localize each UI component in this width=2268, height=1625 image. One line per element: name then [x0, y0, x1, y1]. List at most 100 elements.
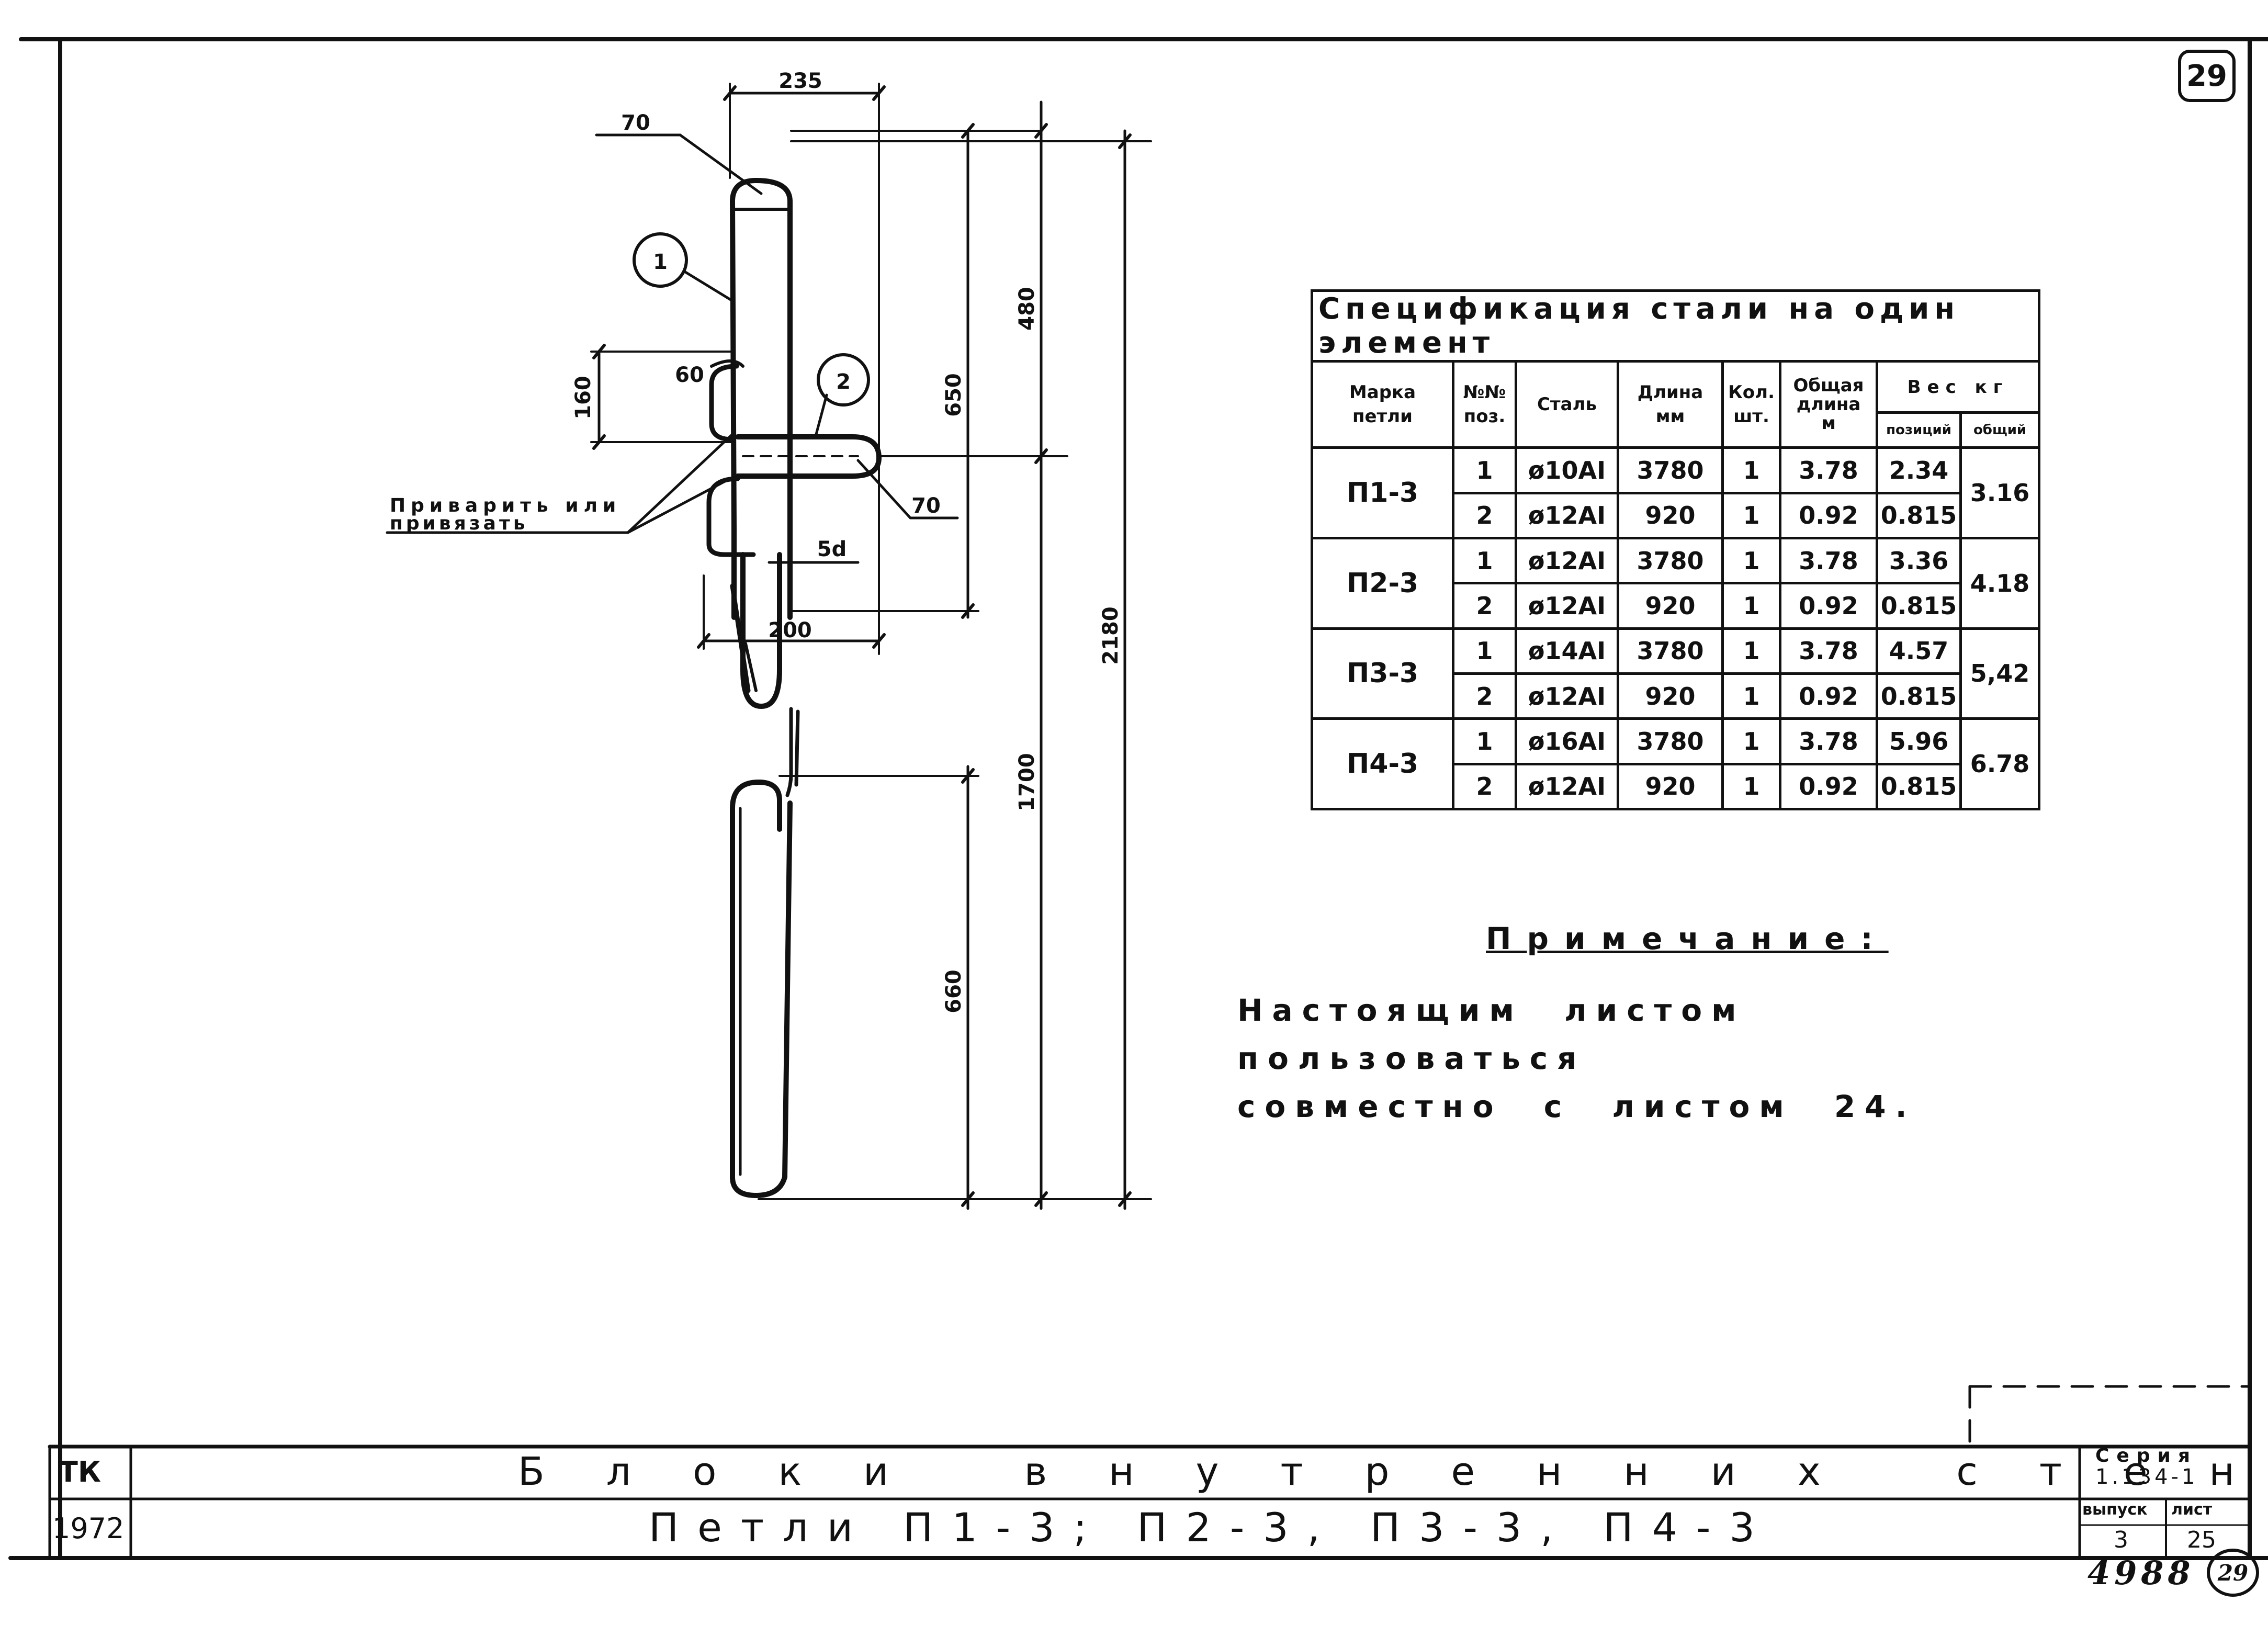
rebar-lower-loop	[730, 779, 793, 1199]
pos-cell: 2	[1452, 582, 1517, 630]
header-qty: Кол.шт.	[1721, 359, 1781, 449]
weight-cell: 0.815	[1876, 672, 1962, 720]
dim-2180: 2180	[1099, 606, 1123, 664]
note-body: Настоящим листом пользоваться совместно …	[1237, 986, 2101, 1131]
sheet-number-badge: 29	[2178, 50, 2236, 102]
length-cell: 920	[1617, 762, 1724, 811]
weight-cell: 0.815	[1876, 762, 1962, 811]
steel-cell: ø14AI	[1515, 627, 1619, 675]
length-cell: 3780	[1617, 446, 1724, 494]
dim-70-top: 70	[621, 111, 650, 135]
qty-cell: 1	[1721, 446, 1781, 494]
header-weight-total: общий	[1959, 411, 2041, 449]
pos-cell: 2	[1452, 672, 1517, 720]
dim-200: 200	[768, 618, 812, 642]
rebar-break-end	[785, 707, 800, 797]
qty-cell: 1	[1721, 491, 1781, 539]
steel-specification-table: Спецификация стали на один элемент Марка…	[1310, 289, 2041, 811]
titleblock-org: ТК	[59, 1455, 101, 1488]
dim-160: 160	[571, 376, 595, 420]
total-length-cell: 3.78	[1779, 536, 1878, 585]
total-weight-cell: 4.18	[1959, 536, 2041, 630]
note-line-1: Настоящим листом пользоваться	[1237, 992, 1746, 1076]
position-1-balloon	[633, 232, 688, 288]
note-line-2: совместно с листом 24.	[1237, 1089, 1916, 1124]
pos-cell: 1	[1452, 536, 1517, 585]
table-row: 2 ø12AI 920 1 0.92 0.815	[1312, 491, 2039, 539]
dim-5d: 5d	[817, 537, 847, 561]
weight-cell: 0.815	[1876, 582, 1962, 630]
total-length-cell: 3.78	[1779, 446, 1878, 494]
table-row: 2 ø12AI 920 1 0.92 0.815	[1312, 762, 2039, 811]
position-2-label: 2	[836, 370, 851, 394]
table-row: 2 ø12AI 920 1 0.92 0.815	[1312, 672, 2039, 720]
header-weight-positions: позиций	[1876, 411, 1962, 449]
weld-note-line1: Приварить или	[390, 495, 621, 516]
pos-cell: 1	[1452, 717, 1517, 765]
length-cell: 920	[1617, 582, 1724, 630]
weight-cell: 4.57	[1876, 627, 1962, 675]
steel-cell: ø12AI	[1515, 582, 1619, 630]
total-length-cell: 0.92	[1779, 762, 1878, 811]
dim-60: 60	[675, 363, 704, 387]
titleblock-sheet-value: 25	[2187, 1527, 2216, 1553]
dim-1700: 1700	[1015, 753, 1039, 811]
steel-cell: ø12AI	[1515, 491, 1619, 539]
dim-650: 650	[942, 373, 966, 417]
pos-cell: 1	[1452, 627, 1517, 675]
total-weight-cell: 5,42	[1959, 627, 2041, 720]
titleblock-issue-label: выпуск	[2082, 1500, 2148, 1519]
pos-cell: 1	[1452, 446, 1517, 494]
titleblock-series-label: Серия	[2095, 1445, 2197, 1466]
rebar-hook-bottom	[740, 552, 782, 709]
weight-cell: 2.34	[1876, 446, 1962, 494]
total-weight-cell: 6.78	[1959, 717, 2041, 810]
weld-note-line2: привязать	[390, 513, 528, 534]
length-cell: 3780	[1617, 536, 1724, 585]
steel-cell: ø10AI	[1515, 446, 1619, 494]
header-steel: Сталь	[1515, 359, 1619, 449]
total-weight-cell: 3.16	[1959, 446, 2041, 539]
archive-number: 4988	[2088, 1554, 2195, 1592]
titleblock-subtitle: Петли П1-3; П2-3, П3-3, П4-3	[649, 1504, 1774, 1551]
weight-cell: 5.96	[1876, 717, 1962, 765]
note-heading: Примечание:	[1486, 921, 1889, 956]
table-row: П4-3 1 ø16AI 3780 1 3.78 5.96 6.78	[1311, 717, 2041, 810]
dim-70-right: 70	[911, 494, 941, 518]
mark-cell: П3-3	[1311, 627, 1454, 720]
titleblock-sheet-label: лист	[2171, 1500, 2213, 1519]
mark-cell: П2-3	[1311, 536, 1454, 630]
length-cell: 920	[1617, 491, 1724, 539]
length-cell: 3780	[1617, 717, 1724, 765]
dim-480: 480	[1015, 287, 1039, 331]
steel-cell: ø16AI	[1515, 717, 1619, 765]
qty-cell: 1	[1721, 627, 1781, 675]
steel-cell: ø12AI	[1515, 536, 1619, 585]
pos-cell: 2	[1452, 491, 1517, 539]
mark-cell: П1-3	[1311, 446, 1454, 539]
titleblock-year: 1972	[52, 1512, 125, 1545]
steel-cell: ø12AI	[1515, 672, 1619, 720]
stamp-number: 29	[2207, 1549, 2259, 1597]
qty-cell: 1	[1721, 536, 1781, 585]
titleblock-title: Блоки внутренних стен	[518, 1449, 2268, 1494]
total-length-cell: 0.92	[1779, 491, 1878, 539]
qty-cell: 1	[1721, 582, 1781, 630]
pos-cell: 2	[1452, 762, 1517, 811]
rebar-loop-top	[729, 177, 793, 620]
rebar-small-hook	[709, 364, 739, 442]
table-row: П1-3 1 ø10AI 3780 1 3.78 2.34 3.16	[1311, 446, 2041, 539]
titleblock-series-value: 1.134-1	[2095, 1465, 2198, 1489]
table-row: П2-3 1 ø12AI 3780 1 3.78 3.36 4.18	[1311, 536, 2041, 630]
table-row: П3-3 1 ø14AI 3780 1 3.78 4.57 5,42	[1311, 627, 2041, 720]
rebar-weld-hook	[706, 476, 756, 557]
mark-cell: П4-3	[1311, 717, 1454, 810]
qty-cell: 1	[1721, 717, 1781, 765]
total-length-cell: 0.92	[1779, 672, 1878, 720]
qty-cell: 1	[1721, 672, 1781, 720]
total-length-cell: 0.92	[1779, 582, 1878, 630]
